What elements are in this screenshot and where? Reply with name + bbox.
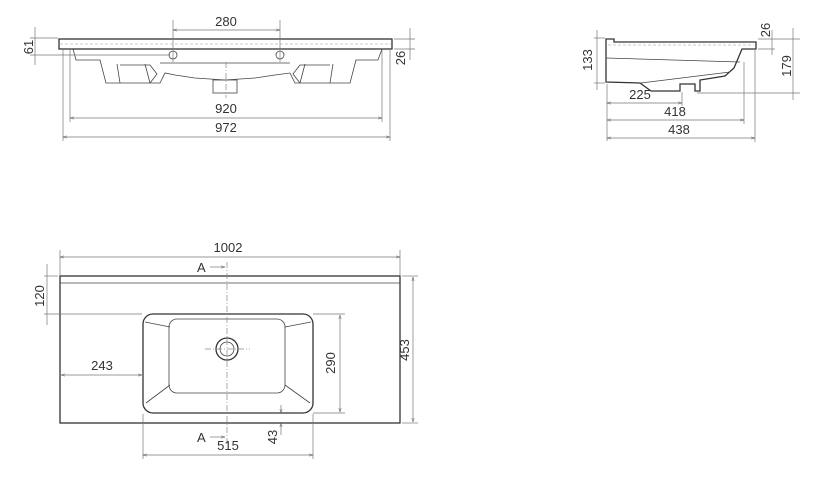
dim-438: 438 [668, 122, 690, 137]
side-view: 133 26 179 225 418 438 [580, 23, 800, 142]
dim-418: 418 [664, 104, 686, 119]
dim-133: 133 [580, 49, 595, 71]
dim-43: 43 [265, 430, 280, 444]
section-label-top: A [197, 260, 206, 275]
dim-920: 920 [215, 101, 237, 116]
dim-26-front: 26 [393, 51, 408, 65]
dim-972: 972 [215, 120, 237, 135]
dim-453: 453 [397, 339, 412, 361]
dim-61: 61 [21, 40, 36, 54]
section-label-bottom: A [197, 430, 206, 445]
front-view: 280 61 26 920 972 [21, 14, 415, 141]
dim-26-side: 26 [758, 23, 773, 37]
dim-225: 225 [629, 87, 651, 102]
dim-280: 280 [215, 14, 237, 29]
dim-1002: 1002 [214, 240, 243, 255]
dim-515: 515 [217, 438, 239, 453]
dim-243: 243 [91, 358, 113, 373]
dim-290: 290 [323, 352, 338, 374]
dim-120: 120 [32, 285, 47, 307]
dim-179: 179 [779, 55, 794, 77]
plan-view: 1002 A A 120 243 290 453 43 515 [32, 240, 418, 459]
